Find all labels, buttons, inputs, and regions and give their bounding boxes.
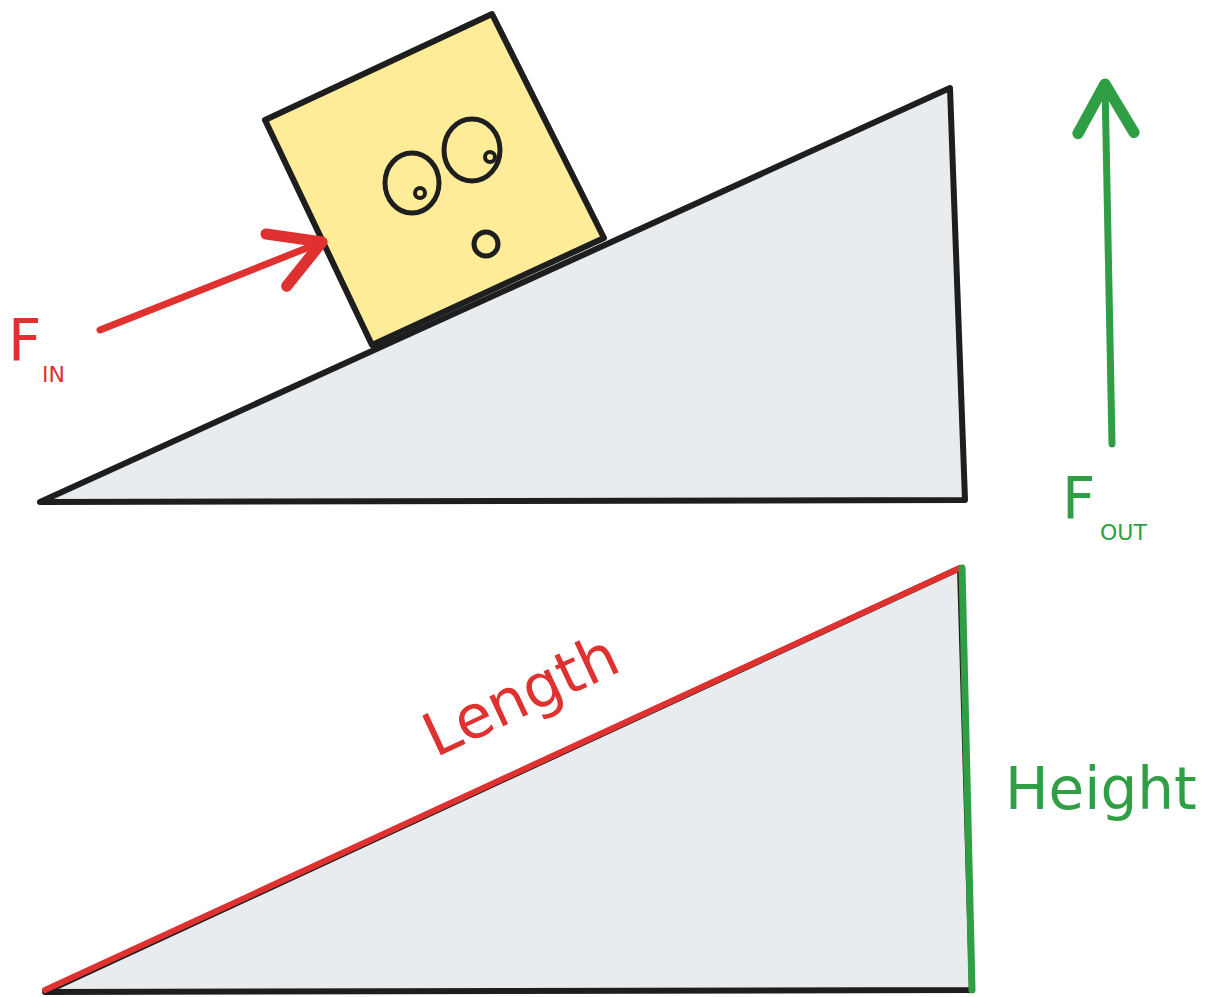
force-subscript: IN: [42, 364, 65, 386]
output-force-arrow: [1105, 84, 1112, 444]
block: [265, 14, 604, 345]
force-subscript: OUT: [1100, 522, 1147, 544]
force-symbol: F: [1062, 470, 1095, 528]
height-line: [962, 568, 972, 990]
ramp: [40, 88, 965, 502]
height-label: Height: [1005, 760, 1197, 818]
length-line: [45, 568, 960, 990]
ramp-dimensions: [45, 568, 972, 992]
force-symbol: F: [8, 312, 41, 370]
input-force-arrow: [100, 242, 322, 330]
